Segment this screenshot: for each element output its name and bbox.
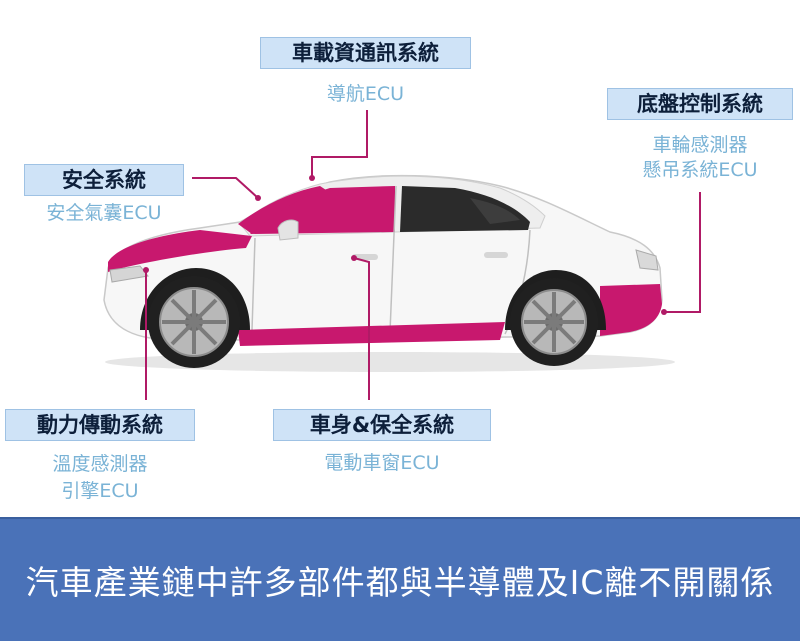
rear-wheel xyxy=(510,278,598,366)
door-handle-rear xyxy=(484,252,508,258)
side-skirt-highlight xyxy=(238,322,505,346)
safety-system-label: 安全系統 xyxy=(24,164,184,196)
connector-telematics xyxy=(311,110,368,178)
body-item-power-window-ecu: 電動車窗ECU xyxy=(324,452,440,474)
connector-safety xyxy=(192,177,259,199)
headlight xyxy=(109,265,149,283)
safety-item-airbag-ecu: 安全氣囊ECU xyxy=(46,202,162,224)
connector-dot-powertrain xyxy=(143,267,149,273)
front-wheel xyxy=(148,276,240,368)
powertrain-item-engine-ecu: 引擎ECU xyxy=(61,480,139,502)
a-pillar-highlight xyxy=(238,186,326,234)
rear-quarter-window xyxy=(470,198,520,224)
connector-dot-body xyxy=(351,255,357,261)
connector-body xyxy=(353,257,370,400)
door-line-middle xyxy=(389,185,397,333)
connector-dot-chassis xyxy=(661,309,667,315)
powertrain-item-temperature-sensor: 溫度感測器 xyxy=(52,453,148,475)
tail-light xyxy=(635,249,659,271)
footer-caption: 汽車產業鏈中許多部件都與半導體及IC離不開關係 xyxy=(25,563,775,602)
chassis-item-suspension-ecu: 懸吊系統ECU xyxy=(642,159,758,181)
chassis-system-label: 底盤控制系統 xyxy=(607,88,793,120)
connector-dot-safety xyxy=(255,195,261,201)
footer-banner: 汽車產業鏈中許多部件都與半導體及IC離不開關係 xyxy=(0,517,800,641)
chassis-item-wheel-sensor: 車輪感測器 xyxy=(652,134,748,156)
telematics-item-navigation-ecu: 導航ECU xyxy=(326,83,405,105)
side-mirror xyxy=(277,219,299,241)
hood-highlight xyxy=(108,230,252,272)
powertrain-system-label: 動力傳動系統 xyxy=(5,409,195,441)
connector-chassis xyxy=(664,192,701,313)
telematics-system-label: 車載資通訊系統 xyxy=(260,37,471,69)
connector-dot-telematics xyxy=(309,175,315,181)
car-illustration xyxy=(103,110,701,400)
door-line-front xyxy=(251,237,256,331)
rear-bumper-highlight xyxy=(600,284,662,336)
body-security-system-label: 車身&保全系統 xyxy=(273,409,491,441)
